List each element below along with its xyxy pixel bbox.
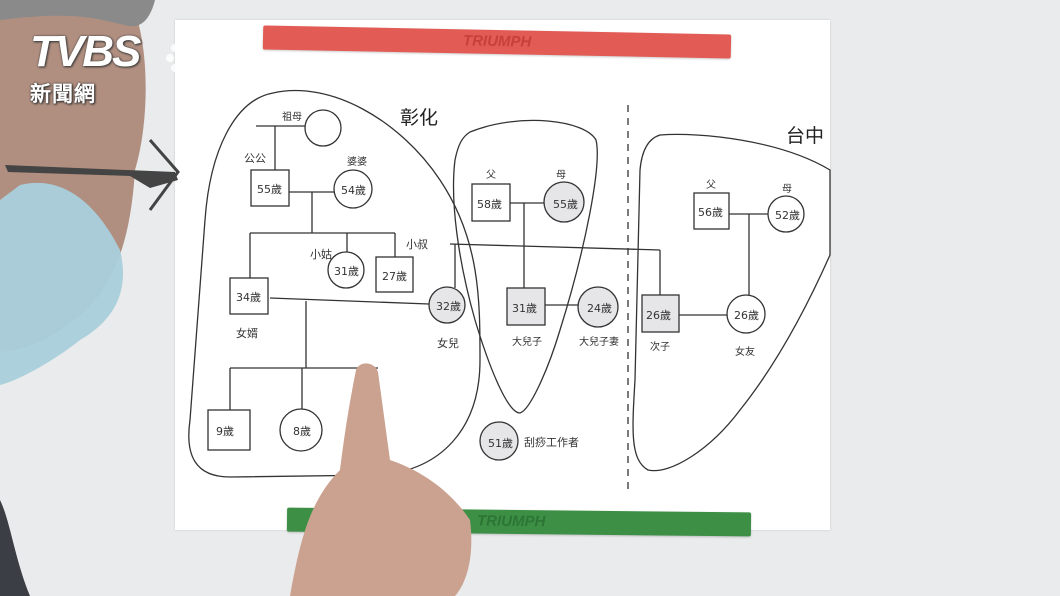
scraper-node: [479, 421, 519, 461]
grandfather-role: 公公: [244, 152, 266, 165]
region-label-taichung: 台中: [786, 125, 825, 147]
region-label-changhua: 彰化: [400, 107, 439, 129]
father-node: [471, 183, 511, 222]
son-in-law-age: 34歲: [236, 291, 261, 304]
father-role: 父: [486, 170, 496, 181]
aunt-age: 31歲: [334, 265, 359, 278]
changhua-parents-boundary: [452, 119, 598, 414]
uncle-age: 27歲: [382, 270, 407, 283]
child2-age: 8歲: [293, 425, 311, 438]
eldest-son-role: 大兒子: [512, 337, 542, 348]
son-in-law-role: 女婿: [236, 327, 258, 340]
mother-in-law-age: 54歲: [341, 184, 366, 197]
changhua-boundary: [188, 89, 481, 478]
tc-mother-role: 母: [782, 184, 792, 195]
second-son-age: 26歲: [646, 309, 671, 322]
tc-father-role: 父: [706, 180, 716, 191]
daughter-node: [428, 286, 466, 324]
logo-dots-icon: [166, 34, 208, 81]
mother-node: [543, 181, 585, 223]
child1-node: [207, 409, 251, 451]
tc-mother-node: [767, 195, 805, 233]
son-in-law-node: [229, 277, 269, 315]
girlfriend-node: [726, 294, 766, 334]
eldest-son-wife-role: 大兒子妻: [579, 337, 619, 348]
uncle-role: 小叔: [406, 238, 428, 251]
mother-in-law-role: 婆婆: [347, 157, 367, 168]
eldest-son-node: [506, 287, 546, 326]
eldest-son-wife-age: 24歲: [587, 302, 612, 315]
tvbs-logo-brand: TVBS: [30, 27, 141, 76]
girlfriend-role: 女友: [735, 347, 755, 358]
grandfather-node: [250, 169, 290, 207]
mother-in-law-node: [333, 169, 373, 209]
tc-mother-age: 52歲: [775, 209, 800, 222]
taichung-boundary: [632, 133, 831, 472]
mother-age: 55歲: [553, 198, 578, 211]
girlfriend-age: 26歲: [734, 309, 759, 322]
grandmother-label: 祖母: [282, 112, 302, 123]
second-son-role: 次子: [650, 342, 670, 353]
tvbs-logo: TVBS 新聞網: [30, 27, 141, 108]
tc-father-age: 56歲: [698, 206, 723, 219]
daughter-role: 女兒: [437, 337, 459, 350]
eldest-son-wife-node: [577, 286, 619, 328]
grandfather-age: 55歲: [257, 183, 282, 196]
mother-role: 母: [556, 170, 566, 181]
child1-age: 9歲: [216, 425, 234, 438]
child2-node: [279, 408, 323, 452]
daughter-age: 32歲: [436, 300, 461, 313]
second-son-node: [641, 294, 680, 333]
father-age: 58歲: [477, 198, 502, 211]
aunt-node: [327, 251, 365, 289]
scraper-role: 刮痧工作者: [524, 436, 579, 449]
scraper-age: 51歲: [488, 437, 513, 450]
tc-father-node: [693, 192, 730, 230]
grandmother-node: [304, 109, 342, 147]
uncle-node: [375, 256, 414, 293]
eldest-son-age: 31歲: [512, 302, 537, 315]
aunt-role: 小姑: [310, 248, 332, 261]
tvbs-logo-subtitle: 新聞網: [30, 82, 96, 106]
